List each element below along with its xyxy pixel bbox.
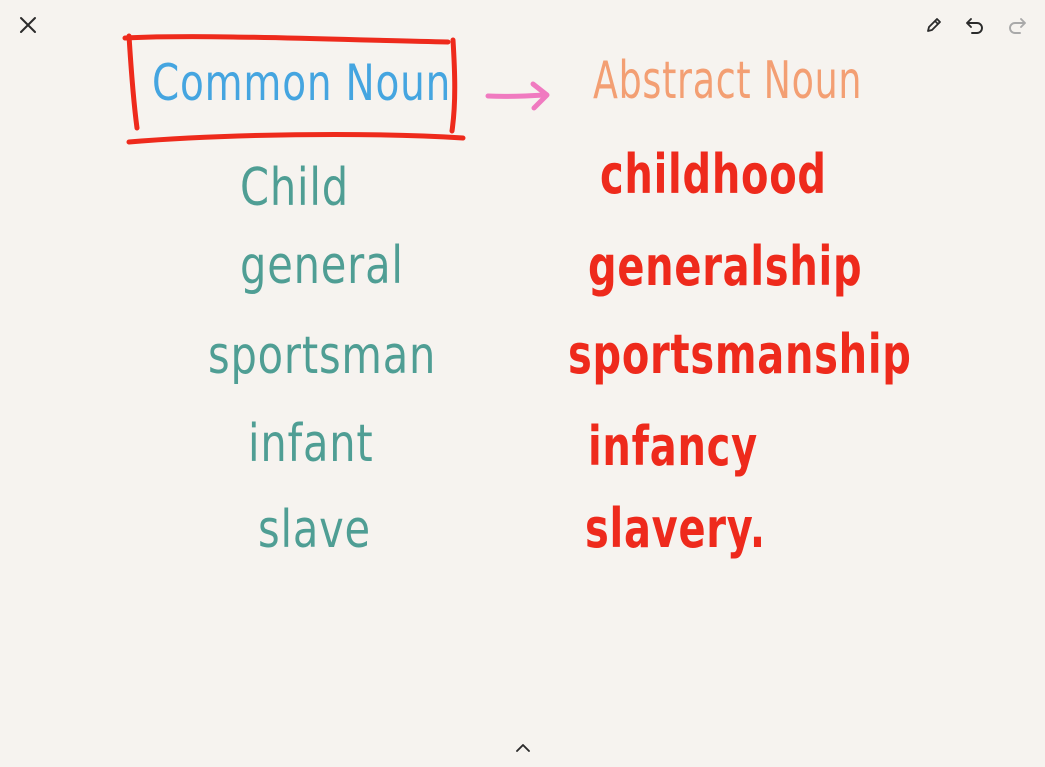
redo-button[interactable] [1000,8,1034,42]
heading-abstract-noun: Abstract Noun [593,51,863,111]
common-noun-2: general [240,236,404,296]
expand-toolbar-button[interactable] [506,731,540,765]
abstract-noun-5: slavery. [585,497,766,560]
arrow-icon [485,81,550,111]
pencil-icon [927,18,941,32]
pen-tool-button[interactable] [917,8,951,42]
heading-common-noun: Common Noun [152,54,452,112]
common-noun-1: Child [240,158,349,218]
close-button[interactable] [11,8,45,42]
heading-highlight-box [122,33,466,145]
abstract-noun-1: childhood [600,143,827,206]
chevron-up-icon [516,744,530,752]
abstract-noun-4: infancy [588,415,758,478]
close-icon [20,17,36,33]
abstract-noun-2: generalship [588,235,863,298]
common-noun-5: slave [258,500,371,560]
common-noun-4: infant [248,414,374,474]
common-noun-3: sportsman [208,326,437,386]
undo-icon [966,18,983,34]
undo-button[interactable] [958,8,992,42]
abstract-noun-3: sportsmanship [568,323,912,386]
redo-icon [1009,18,1026,34]
